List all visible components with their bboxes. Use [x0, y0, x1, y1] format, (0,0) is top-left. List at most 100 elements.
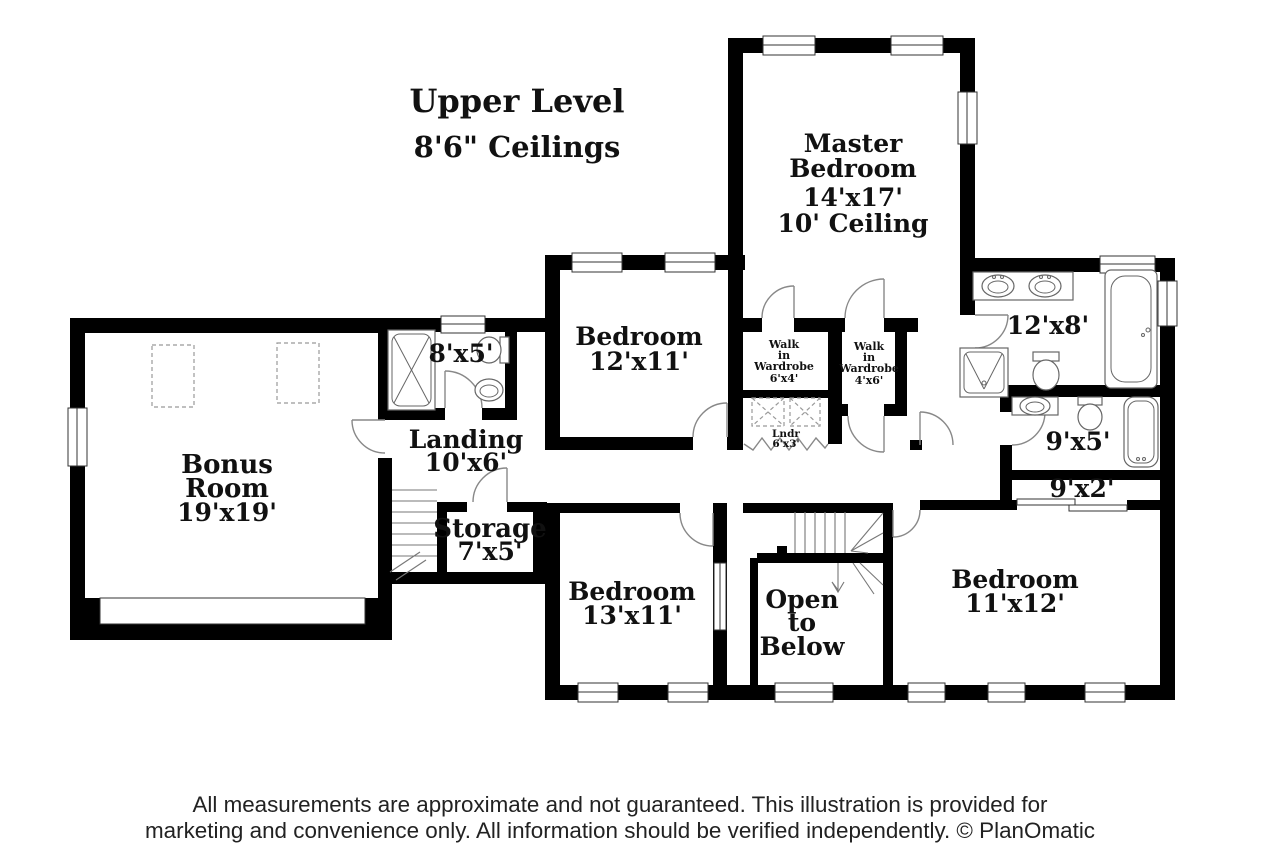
window [987, 682, 1026, 703]
svg-text:Landing: Landing [409, 425, 524, 454]
window [957, 91, 978, 145]
door-opening [378, 420, 392, 458]
label-bonus-room: Bonus Room 19'x19' [177, 450, 277, 527]
label-master-bedroom: Master Bedroom 14'x17' 10' Ceiling [777, 129, 928, 238]
svg-text:19'x19': 19'x19' [177, 498, 277, 527]
wall-segment [728, 318, 918, 332]
staircase-left [389, 489, 437, 581]
door-arc [974, 314, 1009, 349]
door-arc [892, 509, 921, 538]
windows [67, 35, 1178, 703]
door-opening [693, 437, 727, 450]
label-bedroom-11x12: Bedroom 11'x12' [951, 565, 1079, 618]
master-bath-fixtures [959, 269, 1158, 398]
disclaimer: All measurements are approximate and not… [145, 792, 1095, 843]
svg-text:14'x17': 14'x17' [803, 183, 903, 212]
svg-text:7'x5': 7'x5' [457, 537, 522, 566]
wall-segment [883, 503, 893, 700]
wall-segment [545, 255, 560, 450]
door-opening [1000, 412, 1012, 445]
svg-text:Walk: Walk [768, 338, 800, 351]
label-wardrobe-4x6: Walk in Wardrobe 4'x6' [838, 340, 899, 387]
svg-text:Bedroom: Bedroom [568, 577, 696, 606]
svg-text:Walk: Walk [853, 340, 885, 353]
svg-text:marketing and convenience only: marketing and convenience only. All info… [145, 818, 1095, 843]
svg-text:11'x12': 11'x12' [965, 589, 1065, 618]
sink [1028, 274, 1062, 298]
plan-subtitle: 8'6" Ceilings [414, 130, 621, 164]
wall-segment [545, 685, 1175, 700]
wall-segment [437, 502, 447, 582]
washer [751, 397, 785, 427]
dryer [789, 397, 821, 427]
svg-text:12'x11': 12'x11' [589, 347, 689, 376]
label-bath-9x5: 9'x5' [1045, 427, 1110, 456]
wall-segment [533, 502, 547, 582]
door-openings [378, 315, 1012, 513]
toilet [1032, 351, 1060, 391]
svg-text:Bedroom: Bedroom [575, 322, 703, 351]
wall-segment [1000, 470, 1160, 480]
label-wardrobe-6x4: Walk in Wardrobe 6'x4' [753, 338, 814, 385]
window [774, 682, 834, 703]
label-landing: Landing 10'x6' [409, 425, 524, 477]
laundry-bifold-doors [743, 436, 829, 452]
door-opening [960, 315, 975, 348]
label-bath-8x5: 8'x5' [428, 339, 493, 368]
stair-post [777, 546, 787, 556]
staircase-main [794, 512, 884, 595]
door-arc [847, 415, 885, 453]
svg-text:Bonus: Bonus [181, 450, 273, 480]
door-opening [680, 503, 713, 513]
shower [387, 329, 436, 411]
door-arc [351, 419, 386, 454]
door-arc [679, 512, 714, 547]
wall-segment [728, 38, 743, 450]
door-arc [919, 411, 954, 446]
wall-segment [545, 503, 727, 513]
label-master-bath: 12'x8' [1007, 311, 1089, 340]
plan-title: Upper Level [410, 82, 625, 120]
wall-segment [743, 503, 887, 513]
door-arc [472, 467, 508, 503]
window [571, 252, 623, 273]
sink [1019, 396, 1051, 416]
svg-text:Lndr: Lndr [772, 428, 800, 440]
toilet [476, 336, 510, 364]
window [762, 35, 816, 56]
label-open-to-below: Open to Below [760, 585, 846, 661]
window [577, 682, 619, 703]
bathtub [1123, 396, 1159, 468]
bonus-room-dashed-areas [151, 342, 320, 408]
door-opening [848, 404, 884, 416]
dashed-area [151, 344, 195, 408]
door-opening [445, 408, 482, 420]
svg-text:Master: Master [804, 129, 903, 158]
svg-text:Below: Below [760, 632, 846, 661]
svg-text:in: in [863, 351, 875, 364]
wall-segment [70, 318, 392, 333]
svg-text:10'x6': 10'x6' [425, 448, 507, 477]
svg-text:Open: Open [765, 585, 838, 614]
door-opening [845, 318, 884, 332]
wall-segment [545, 503, 560, 700]
label-closet-9x2: 9'x2' [1049, 474, 1114, 503]
door-arc [444, 370, 483, 409]
window [664, 252, 716, 273]
labels: Upper Level 8'6" Ceilings Master Bedroom… [145, 82, 1115, 843]
label-laundry: Lndr 6'x3' [772, 428, 800, 450]
washer-dryer [751, 397, 821, 427]
wall-segment [750, 558, 758, 700]
label-bedroom-12x11: Bedroom 12'x11' [575, 322, 703, 376]
window [67, 407, 88, 467]
toilet [1077, 396, 1103, 431]
svg-text:Room: Room [185, 474, 269, 504]
doors [351, 278, 1046, 547]
dashed-area [276, 342, 320, 404]
sink [474, 378, 504, 402]
door-arc [1011, 411, 1046, 446]
door-opening [467, 502, 507, 512]
label-storage: Storage 7'x5' [433, 514, 546, 566]
